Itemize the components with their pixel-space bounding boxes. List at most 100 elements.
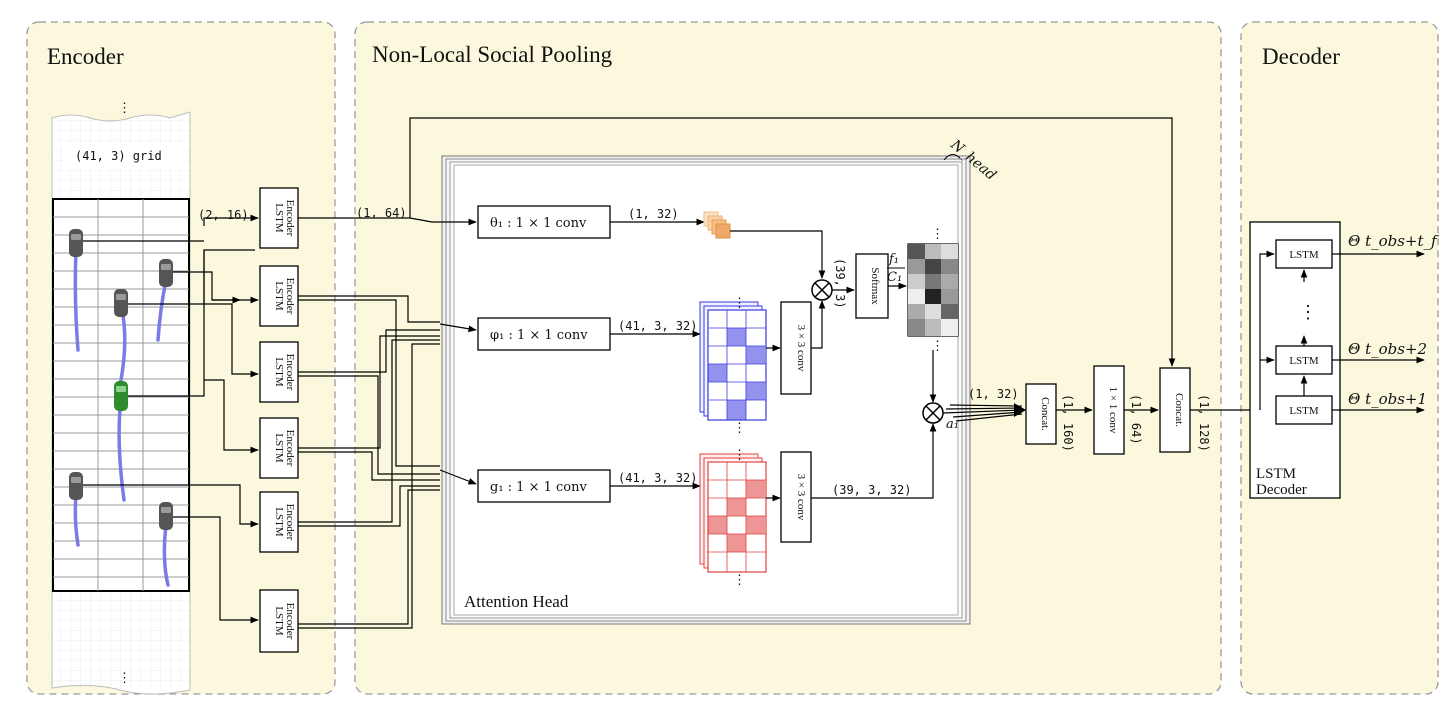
attention-weight-matrix: ⋮ ⋮ [907, 226, 959, 353]
lstm-encoder-box: LSTM Encoder [259, 341, 299, 403]
a1-label: a₁ [946, 417, 959, 432]
svg-text:Encoder: Encoder [284, 354, 296, 391]
attention-head-label: Attention Head [464, 592, 569, 611]
conv-out-dim: (1, 64) [1129, 394, 1143, 445]
phi-3x3-conv-box [780, 301, 812, 395]
svg-text:⋮: ⋮ [733, 447, 746, 462]
svg-text:⋮: ⋮ [931, 226, 944, 241]
svg-text:⋮: ⋮ [733, 295, 746, 310]
phi-conv-to-mult [811, 300, 826, 349]
decoder-output-1: Θ t_obs+1 [1348, 390, 1427, 408]
encoder-out-dim: (2, 16) [198, 208, 249, 222]
concat-box-2 [1159, 367, 1191, 453]
svg-text:LSTM: LSTM [273, 203, 285, 233]
svg-text:LSTM: LSTM [273, 281, 285, 311]
nhead-brace [943, 154, 961, 161]
decoder-title: Decoder [1262, 44, 1340, 69]
embedding-dim-label: (1, 64) [356, 206, 407, 220]
decoder-box-label-2: Decoder [1256, 482, 1307, 498]
ego-car-icon [114, 381, 128, 411]
g-out-dim: (41, 3, 32) [618, 471, 697, 485]
grid-size-label: (41, 3) grid [75, 149, 162, 163]
concat2-out-dim: (1, 128) [1197, 394, 1211, 452]
svg-text:LSTM: LSTM [1289, 249, 1319, 261]
svg-text:LSTM: LSTM [273, 433, 285, 463]
phi-conv-box [477, 317, 611, 351]
head-out-dim: (1, 32) [968, 387, 1019, 401]
svg-text:Encoder: Encoder [284, 504, 296, 541]
conv-1x1-label: 1 × 1 conv [1107, 387, 1119, 434]
normalization-denominator: C₁ [887, 270, 902, 285]
svg-text:LSTM: LSTM [1289, 405, 1319, 417]
decoder-output-arrows [1332, 250, 1425, 414]
phi-tensor: ⋮ ⋮ [699, 295, 767, 435]
g-3x3-conv-box [780, 451, 812, 543]
svg-text:LSTM: LSTM [273, 606, 285, 636]
road-grid: (41, 3) grid ⋮ ⋮ [51, 100, 191, 695]
svg-text:LSTM: LSTM [273, 507, 285, 537]
g-tensor: ⋮ ⋮ [699, 447, 767, 587]
lstm-encoder-box: LSTM Encoder [259, 491, 299, 553]
svg-text:⋮: ⋮ [733, 420, 746, 435]
theta-out-dim: (1, 32) [628, 207, 679, 221]
head-output-bundle [942, 404, 1023, 422]
decoder-output-2: Θ t_obs+2 [1348, 340, 1427, 358]
phi-conv-label: φ₁ : 1 × 1 conv [490, 328, 588, 343]
g-conv-box [477, 469, 611, 503]
lstm-encoder-box: LSTM Encoder [259, 589, 299, 653]
trajectory-6 [162, 523, 170, 587]
vdots-top: ⋮ [118, 100, 131, 115]
svg-text:LSTM: LSTM [273, 357, 285, 387]
matmul-op-2 [922, 402, 944, 424]
matmul-op-1 [811, 279, 833, 301]
g-conv-label: g₁ : 1 × 1 conv [490, 480, 587, 495]
theta-conv-box [477, 205, 611, 239]
vdots-bottom: ⋮ [118, 670, 131, 685]
decoder-lstm-cell-bottom [1275, 395, 1333, 425]
svg-text:Encoder: Encoder [284, 430, 296, 467]
lstm-encoder-box: LSTM Encoder [259, 187, 299, 249]
concat-out-dim: (1, 160) [1061, 394, 1075, 452]
decoder-lstm-cell-mid [1275, 345, 1333, 375]
dim-39-3-32: (39, 3, 32) [832, 483, 911, 497]
decoder-internal-arrows [1259, 250, 1308, 410]
car-icon [159, 502, 173, 530]
car-icon [69, 472, 83, 500]
dim-39-3: (39, 3) [833, 258, 847, 309]
theta-feature-patch [703, 211, 731, 239]
svg-text:LSTM: LSTM [1289, 355, 1319, 367]
svg-text:Encoder: Encoder [284, 278, 296, 315]
decoder-output-tf: Θ t_obs+t_f [1348, 232, 1439, 250]
head-input-arrows [432, 218, 477, 485]
car-icon [114, 289, 128, 317]
phi-out-dim: (41, 3, 32) [618, 319, 697, 333]
encoder-title: Encoder [47, 44, 124, 69]
bundle-arrow [1014, 403, 1026, 417]
encoder-output-bus [298, 117, 1176, 629]
g-3x3-conv-label: 3 × 3 conv [795, 474, 807, 521]
softmax-box [855, 253, 889, 319]
concat-box-1 [1025, 383, 1057, 445]
theta-to-mult [730, 230, 826, 279]
decoder-box-label-1: LSTM [1256, 466, 1296, 482]
phi-3x3-conv-label: 3 × 3 conv [795, 325, 807, 372]
pooling-title: Non-Local Social Pooling [372, 42, 613, 67]
svg-text:Encoder: Encoder [284, 603, 296, 640]
car-icon [159, 259, 173, 287]
concat-label-1: Concat. [1039, 397, 1051, 431]
lstm-encoder-box: LSTM Encoder [259, 417, 299, 479]
svg-text:Encoder: Encoder [284, 200, 296, 237]
theta-conv-label: θ₁ : 1 × 1 conv [490, 216, 587, 231]
svg-text:⋮: ⋮ [733, 572, 746, 587]
concat-label-2: Concat. [1173, 393, 1185, 427]
conv-1x1-box [1093, 365, 1125, 455]
softmax-label: Softmax [869, 267, 881, 305]
svg-text:⋮: ⋮ [931, 338, 944, 353]
lstm-encoder-box: LSTM Encoder [259, 265, 299, 327]
car-to-encoder-connections [83, 214, 259, 624]
trajectory-1 [73, 248, 80, 352]
car-icon [69, 229, 83, 257]
normalization-numerator: f₁ [888, 252, 899, 267]
g-conv-to-mult [811, 423, 937, 499]
